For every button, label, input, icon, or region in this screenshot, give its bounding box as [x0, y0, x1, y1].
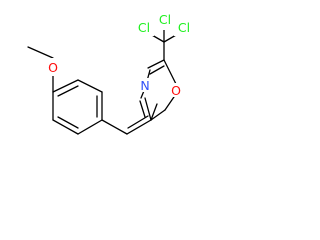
bond-ring-1: [52, 79, 79, 93]
label-bg-n1: [139, 78, 151, 92]
bond-c5-n2: [144, 97, 152, 121]
bond-ring-vinyl: [101, 119, 128, 135]
bond-ring-inner-1: [57, 85, 79, 97]
bond-ring-5: [52, 119, 79, 135]
bond-methyl-o: [27, 46, 54, 59]
bond-c5-o: [150, 109, 166, 121]
atom-labels: O N O Cl Cl Cl: [47, 12, 194, 98]
bond-ring-4: [77, 119, 103, 135]
bond-n1-c2: [147, 59, 165, 69]
label-bg-cl1: [134, 20, 154, 36]
bond-c5-n2-inner: [139, 100, 146, 118]
chlorine-2-label: Cl: [159, 12, 171, 27]
bond-c5-c: [150, 103, 158, 121]
bond-vinyl-double-inner: [127, 115, 149, 129]
label-bg-cl2: [155, 14, 175, 30]
label-bg-o2: [169, 83, 182, 97]
label-bg-cl3: [174, 20, 194, 36]
chlorine-3-label: Cl: [178, 20, 190, 35]
ring-nitrogen-label: N: [140, 78, 149, 93]
methoxy-oxygen-label: O: [48, 60, 58, 75]
molecule-svg: O N O Cl Cl Cl: [27, 12, 194, 135]
bond-vinyl-double: [126, 119, 152, 135]
ring-oxygen-label: O: [171, 83, 181, 98]
bonds: [27, 29, 184, 135]
bond-c2-o: [163, 59, 177, 85]
bond-ring-inner-3: [57, 116, 79, 129]
structure-diagram: O N O Cl Cl Cl: [0, 0, 207, 158]
chlorine-1-label: Cl: [138, 20, 150, 35]
bond-ring-2: [77, 79, 103, 93]
bond-n1-c2-inner: [149, 65, 165, 75]
label-bg-o1: [47, 58, 59, 76]
